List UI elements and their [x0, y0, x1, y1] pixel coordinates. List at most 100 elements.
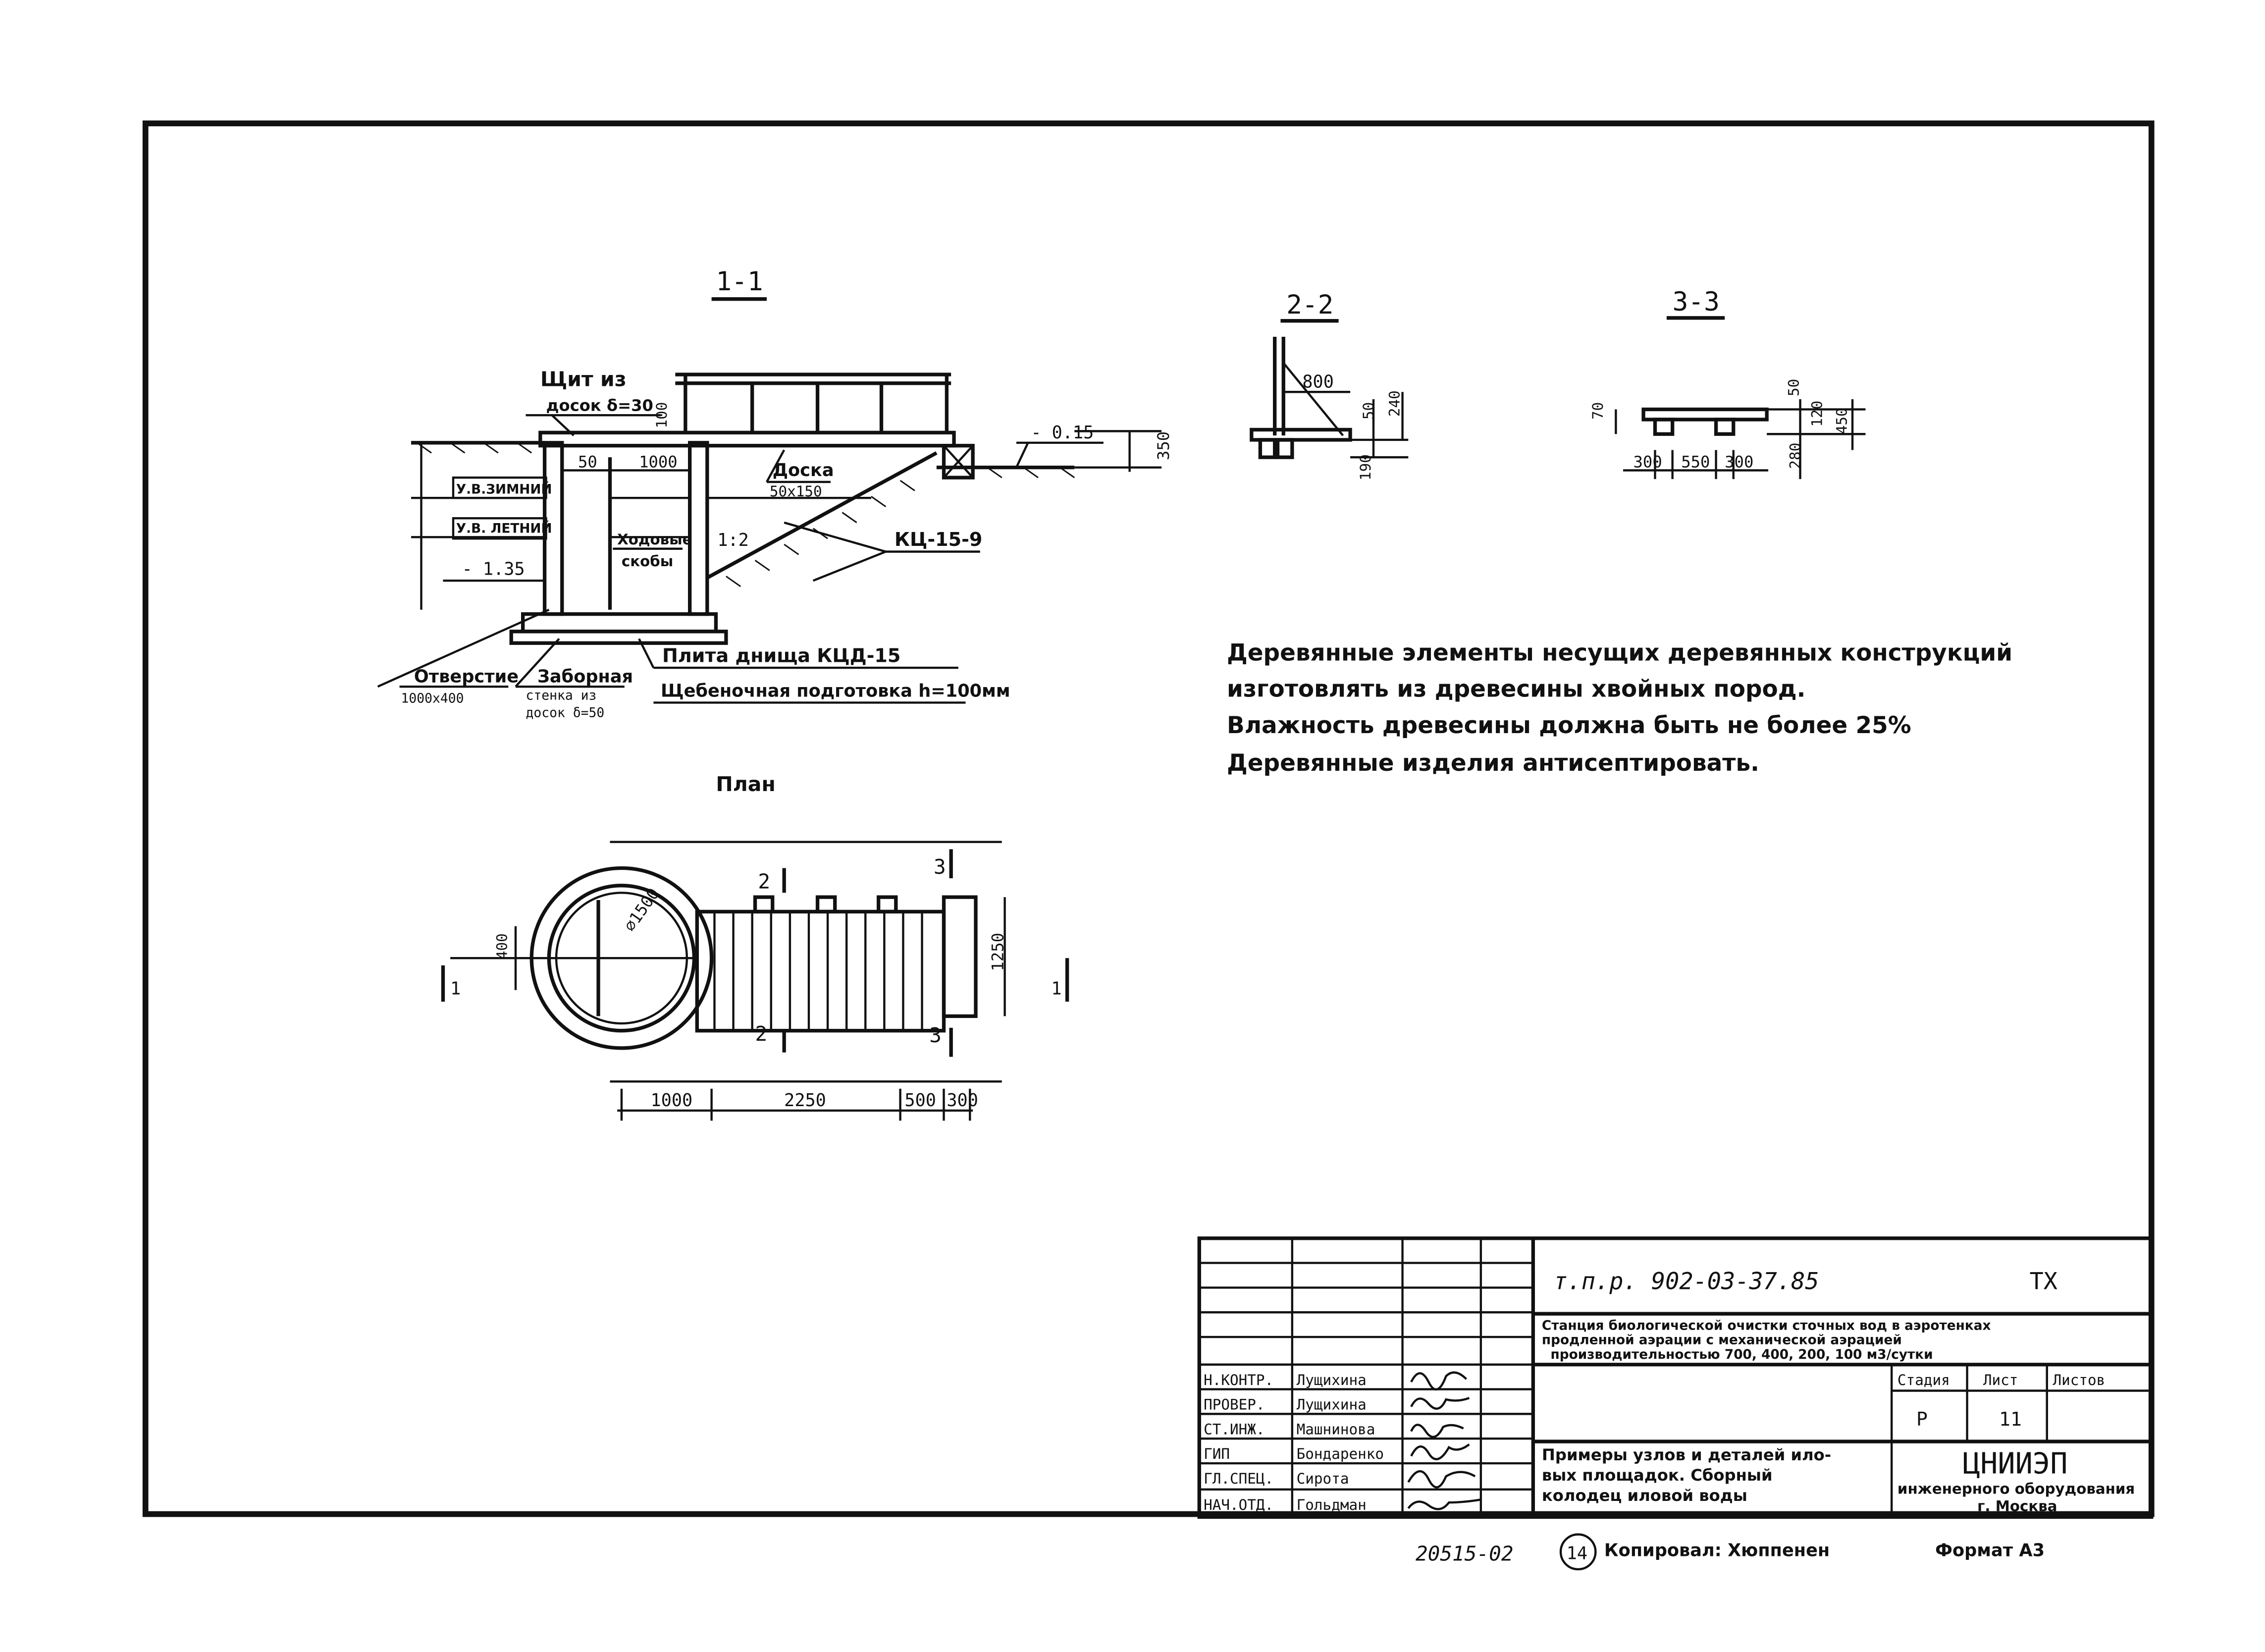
dim-120: 120 — [1809, 401, 1826, 427]
paper-format: Формат А3 — [1935, 1541, 2045, 1561]
project-title-3: производительностью 700, 400, 200, 100 м… — [1551, 1347, 1933, 1362]
role-4: ГИП — [1204, 1445, 1230, 1462]
org-name: ЦНИИЭП — [1963, 1447, 2068, 1481]
wall-label-3: досок δ=50 — [526, 706, 605, 721]
plan-title: План — [716, 772, 775, 796]
plan-dim-1000: 1000 — [651, 1090, 693, 1111]
wall-label: Заборная — [537, 666, 633, 687]
cut-2-bottom: 2 — [755, 1022, 768, 1046]
board-label: Доска — [773, 460, 834, 480]
role-5: ГЛ.СПЕЦ. — [1204, 1470, 1273, 1487]
plan-view: План ⌀1500 400 1 1 2 2 — [441, 772, 1069, 1121]
name-5: Сирота — [1297, 1470, 1349, 1487]
footer: 20515-02 14 Копировал: Хюппенен Формат А… — [1416, 1533, 2045, 1571]
railing — [675, 373, 951, 433]
sheets-header: Листов — [2053, 1372, 2105, 1388]
notes: Деревянные элементы несущих деревянных к… — [1227, 639, 2012, 777]
plan-dim-300: 300 — [947, 1090, 978, 1111]
shield-label-2: досок δ=30 — [546, 396, 653, 415]
dim-240: 240 — [1386, 390, 1403, 417]
cut-1-left: 1 — [450, 978, 461, 999]
shield-label: Щит из — [540, 368, 627, 391]
slab-label: Плита днища КЦД-15 — [662, 644, 900, 666]
wall-label-2: стенка из — [526, 689, 597, 703]
dim-800: 800 — [1302, 372, 1334, 392]
note-line-3: Влажность древесины должна быть не более… — [1227, 712, 1911, 739]
winter-level: У.В.ЗИМНИЙ — [456, 481, 552, 497]
note-line-1: Деревянные элементы несущих деревянных к… — [1227, 639, 2012, 666]
dim-70: 70 — [1589, 402, 1606, 420]
inventory-number: 20515-02 — [1416, 1542, 1514, 1565]
doc-code: т.п.р. 902-03-37.85 — [1553, 1268, 1819, 1295]
section-1-1: 1-1 — [377, 266, 1173, 721]
drawing-desc-3: колодец иловой воды — [1542, 1486, 1747, 1505]
role-1: Н.КОНТР. — [1204, 1372, 1273, 1388]
dim-100: 100 — [653, 402, 670, 428]
plan-dim-400: 400 — [493, 933, 510, 959]
org-city: г. Москва — [1977, 1498, 2057, 1515]
name-4: Бондаренко — [1297, 1445, 1384, 1462]
drawing-desc-1: Примеры узлов и деталей ило- — [1542, 1445, 1831, 1464]
signature-1 — [1410, 1371, 1468, 1391]
signature-4 — [1410, 1443, 1470, 1460]
doc-section: ТХ — [2030, 1268, 2057, 1295]
name-3: Машнинова — [1297, 1421, 1375, 1438]
ring-label: КЦ-15-9 — [895, 529, 983, 550]
title-block: т.п.р. 902-03-37.85 ТХ Станция биологиче… — [1197, 1236, 2154, 1519]
sheet-value: 11 — [1999, 1408, 2022, 1430]
opening-label: Отверстие — [414, 666, 519, 687]
role-2: ПРОВЕР. — [1204, 1396, 1264, 1413]
role-6: НАЧ.ОТД. — [1204, 1496, 1273, 1513]
project-title-2: продленной аэрации с механической аэраци… — [1542, 1333, 1902, 1348]
rungs-label: Ходовые — [617, 531, 692, 548]
plan-dim-500: 500 — [904, 1090, 936, 1111]
cut-1-right: 1 — [1051, 978, 1061, 999]
name-6: Гольдман — [1297, 1496, 1367, 1513]
section-3-3-title: 3-3 — [1673, 287, 1720, 317]
sheet-frame — [142, 120, 2155, 1517]
stage-value: Р — [1916, 1408, 1928, 1430]
page-number-circle — [1559, 1533, 1597, 1571]
level-135: - 1.35 — [462, 559, 525, 580]
signature-2 — [1410, 1397, 1470, 1410]
cut-3-top: 3 — [934, 855, 946, 879]
dim-190: 190 — [1357, 454, 1374, 480]
section-1-1-title: 1-1 — [716, 266, 763, 297]
section-2-2-title: 2-2 — [1286, 290, 1333, 320]
stage-header: Стадия — [1897, 1372, 1950, 1388]
page-number: 14 — [1567, 1543, 1587, 1563]
dim-50-s33: 50 — [1786, 379, 1802, 396]
project-title-1: Станция биологической очистки сточных во… — [1542, 1318, 1991, 1333]
slope-label: 1:2 — [717, 530, 749, 550]
section-3-3: 3-3 70 50 120 450 280 300 550 300 — [1589, 287, 1866, 480]
signature-5 — [1407, 1470, 1476, 1489]
rungs-label-2: скобы — [622, 553, 673, 570]
dim-1000: 1000 — [639, 453, 678, 472]
note-line-4: Деревянные изделия антисептировать. — [1227, 749, 1759, 777]
section-2-2: 2-2 800 50 240 190 — [1250, 290, 1409, 480]
drawing-desc-2: вых площадок. Сборный — [1542, 1466, 1773, 1485]
cut-3-bottom: 3 — [929, 1023, 942, 1047]
level-015: - 0.15 — [1031, 423, 1094, 443]
dim-450: 450 — [1833, 408, 1850, 434]
signature-3 — [1410, 1424, 1464, 1438]
board-label-2: 50x150 — [770, 483, 822, 500]
dim-350: 350 — [1154, 431, 1173, 460]
copied-by: Копировал: Хюппенен — [1604, 1541, 1830, 1561]
sheet-header: Лист — [1983, 1372, 2018, 1388]
org-subtitle: инженерного оборудования — [1897, 1481, 2135, 1497]
role-3: СТ.ИНЖ. — [1204, 1421, 1264, 1438]
dim-300-left: 300 — [1633, 453, 1662, 472]
dim-50: 50 — [578, 453, 597, 472]
gravel-label: Щебеночная подготовка h=100мм — [661, 681, 1010, 701]
dim-300-right: 300 — [1725, 453, 1753, 472]
name-2: Лущихина — [1297, 1396, 1367, 1413]
summer-level: У.В. ЛЕТНИЙ — [456, 521, 552, 536]
cut-2-top: 2 — [758, 870, 770, 894]
name-1: Лущихина — [1297, 1372, 1367, 1388]
plan-dim-2250: 2250 — [784, 1090, 826, 1111]
note-line-2: изготовлять из древесины хвойных пород. — [1227, 676, 1805, 703]
opening-size: 1000x400 — [401, 691, 464, 706]
dim-550: 550 — [1681, 453, 1710, 472]
